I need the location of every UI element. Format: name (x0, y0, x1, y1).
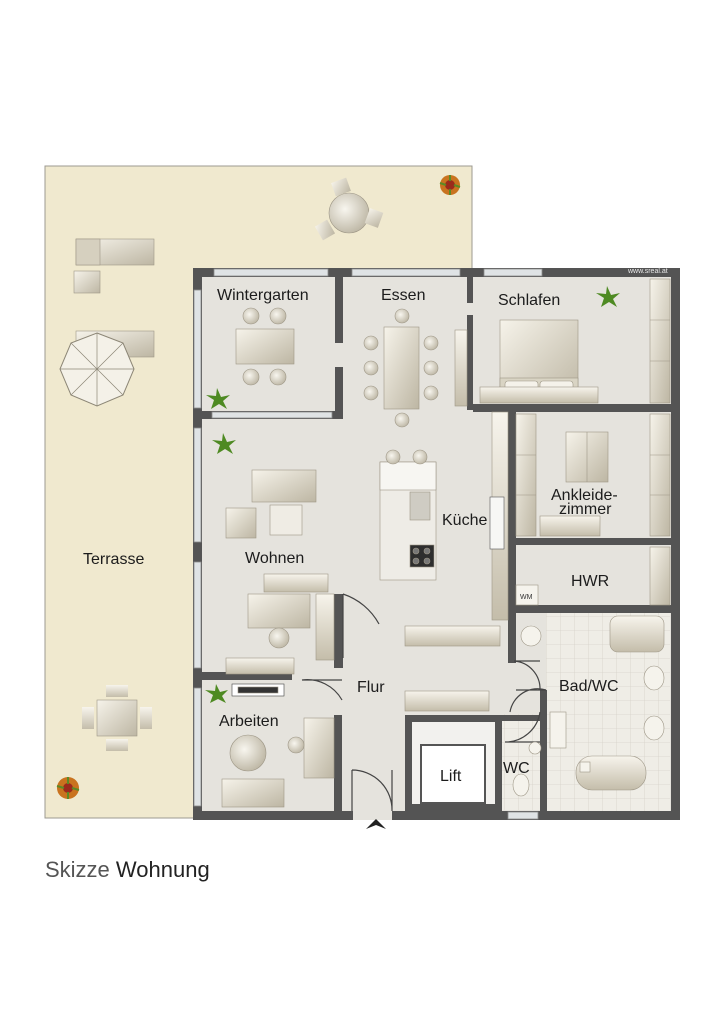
room-label-flur: Flur (357, 679, 385, 696)
caption-skizze: Skizze (45, 857, 110, 882)
room-label-terrasse: Terrasse (83, 551, 144, 568)
plant-icon (205, 286, 620, 703)
windows (193, 268, 543, 820)
room-label-bad-wc: Bad/WC (559, 678, 619, 695)
appliance-label-wm: WM (520, 594, 533, 601)
room-label-wintergarten: Wintergarten (217, 287, 309, 304)
room-label-wohnen: Wohnen (245, 550, 304, 567)
caption-wohnung: Wohnung (115, 857, 210, 882)
entrance-arrow-icon (366, 819, 386, 829)
plants (56, 175, 620, 799)
room-label-kueche: Küche (442, 512, 487, 529)
room-label-essen: Essen (381, 287, 425, 304)
lift-cabin (420, 744, 486, 804)
room-label-arbeiten: Arbeiten (219, 713, 279, 730)
terrace-furniture (59, 177, 384, 751)
room-label-ankleide-line2: zimmer (559, 501, 612, 518)
room-label-ankleide-line1: Ankleide- (551, 487, 618, 504)
room-label-wc: WC (503, 760, 530, 777)
watermark: www.sreal.at (627, 268, 668, 275)
interior-furniture (221, 278, 671, 808)
plant-icon (56, 777, 80, 799)
room-label-hwr: HWR (571, 573, 609, 590)
room-label-schlafen: Schlafen (498, 292, 560, 309)
plant-icon (439, 175, 461, 195)
plan-caption: Skizze Wohnung (45, 857, 210, 883)
room-label-lift: Lift (440, 768, 462, 785)
door-swings (301, 593, 547, 812)
